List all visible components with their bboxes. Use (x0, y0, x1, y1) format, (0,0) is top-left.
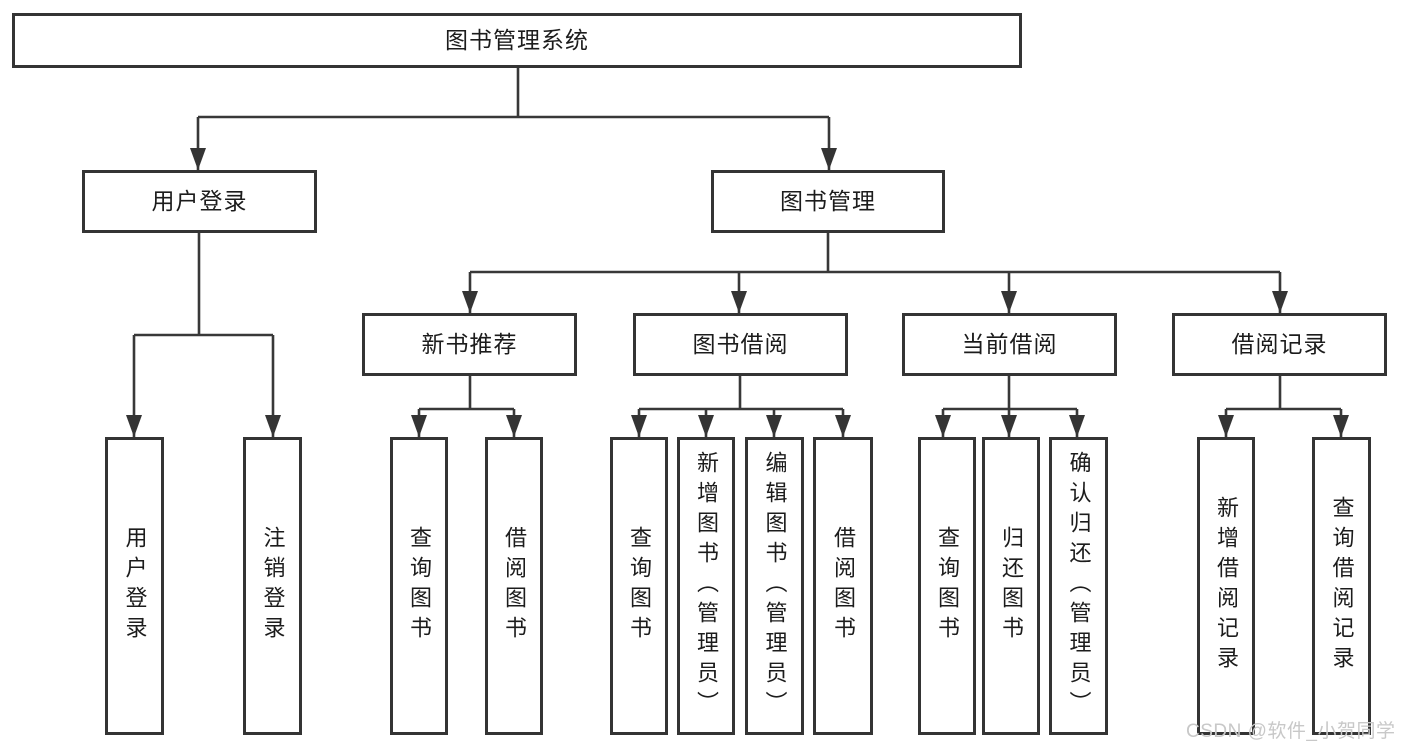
node-leaf-add-books-admin: 新增图书（管理员） (677, 437, 735, 735)
node-leaf-return-books: 归还图书 (982, 437, 1040, 735)
node-book-management: 图书管理 (711, 170, 945, 233)
node-leaf-query-borrow-record: 查询借阅记录 (1312, 437, 1371, 735)
node-leaf-query-books-3: 查询图书 (918, 437, 976, 735)
node-leaf-user-login: 用户登录 (105, 437, 164, 735)
node-leaf-add-borrow-record: 新增借阅记录 (1197, 437, 1255, 735)
node-leaf-query-books-1: 查询图书 (390, 437, 448, 735)
node-borrow-records: 借阅记录 (1172, 313, 1387, 376)
node-root-library-system: 图书管理系统 (12, 13, 1022, 68)
node-leaf-query-books-2: 查询图书 (610, 437, 668, 735)
node-leaf-edit-books-admin: 编辑图书（管理员） (745, 437, 804, 735)
node-leaf-borrow-books-1: 借阅图书 (485, 437, 543, 735)
node-current-borrow: 当前借阅 (902, 313, 1117, 376)
node-new-book-recommend: 新书推荐 (362, 313, 577, 376)
node-book-borrow: 图书借阅 (633, 313, 848, 376)
node-leaf-borrow-books-2: 借阅图书 (813, 437, 873, 735)
node-leaf-logout: 注销登录 (243, 437, 302, 735)
node-leaf-confirm-return-admin: 确认归还（管理员） (1049, 437, 1108, 735)
node-user-login: 用户登录 (82, 170, 317, 233)
csdn-watermark: CSDN @软件_小贺同学 (1186, 721, 1396, 742)
